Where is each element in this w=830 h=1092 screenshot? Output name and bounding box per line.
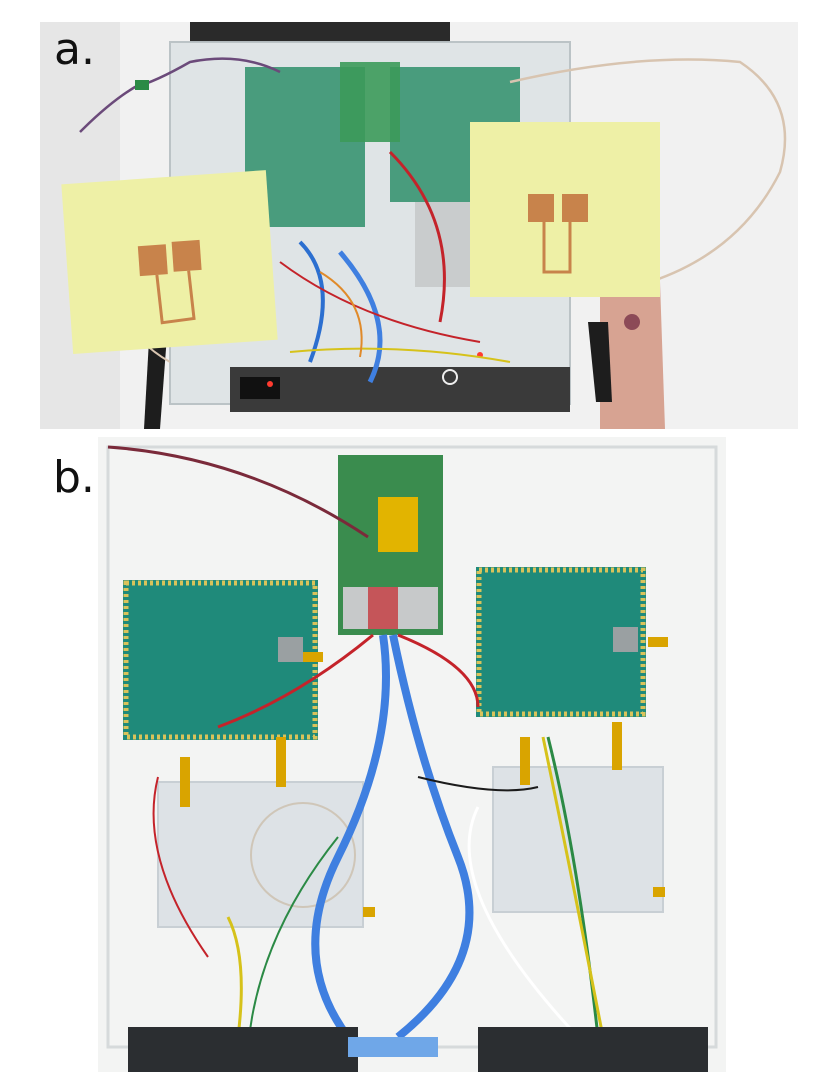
sma-connector xyxy=(180,757,190,807)
patch-antenna-left xyxy=(61,170,278,354)
sma-connector xyxy=(363,907,375,917)
bottom-board-left xyxy=(128,1027,358,1072)
raspberry-pi-board xyxy=(338,455,443,635)
heatsink xyxy=(378,497,418,552)
sdr-board-right xyxy=(476,567,668,717)
photo-panel-a xyxy=(40,22,798,429)
bottom-board-strip xyxy=(230,367,570,412)
wearable-system-photo xyxy=(40,22,798,429)
sma-connector xyxy=(276,737,286,787)
panel-label-b: b. xyxy=(53,452,95,503)
usb-cable xyxy=(389,634,474,1041)
twisted-wire xyxy=(79,57,281,133)
photo-panel-b xyxy=(98,437,726,1072)
usb-cable xyxy=(311,634,390,1040)
raspberry-pi xyxy=(340,62,400,142)
enclosure-topview-photo xyxy=(98,437,726,1072)
patch-antenna-right xyxy=(470,122,660,297)
sdr-board-left xyxy=(123,580,323,740)
panel-label-a: a. xyxy=(54,24,95,75)
antenna-cable xyxy=(509,58,787,284)
bottom-board-right xyxy=(478,1027,708,1072)
twisted-wire xyxy=(107,445,369,539)
sma-connector xyxy=(520,737,530,785)
red-led xyxy=(267,381,273,387)
sma-connector xyxy=(653,887,665,897)
sma-connector xyxy=(612,722,622,770)
rf-frontend-left xyxy=(157,781,364,928)
strap-right xyxy=(588,322,612,402)
